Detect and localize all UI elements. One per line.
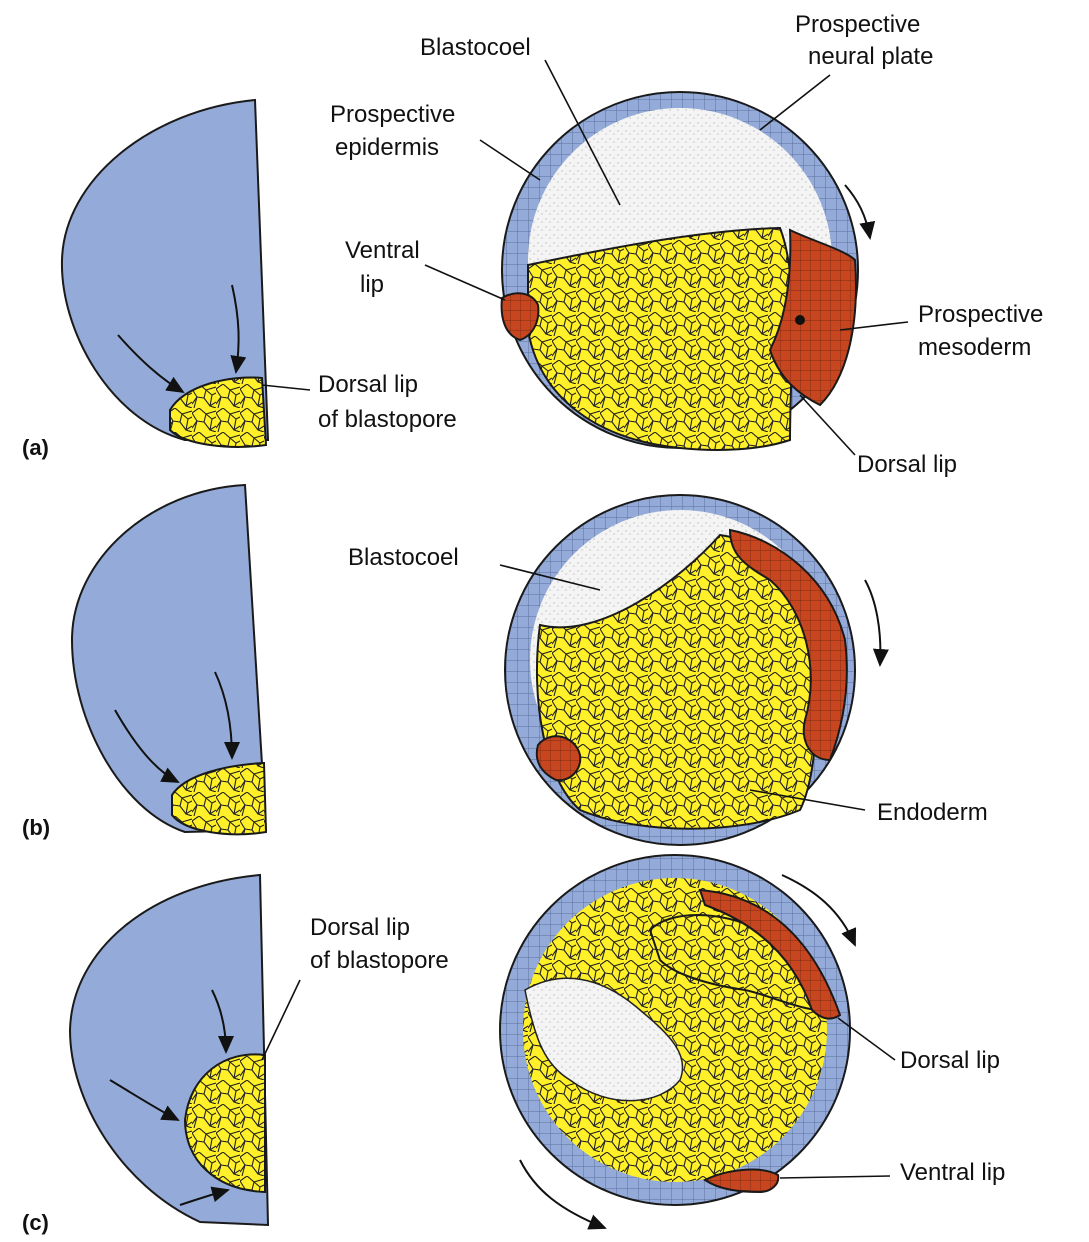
- yolky-endoderm: [528, 228, 793, 450]
- movement-arrow: [865, 580, 880, 665]
- label-dorsal-lip-of-blastopore: Dorsal lip: [318, 371, 418, 398]
- label-prospective-neural-plate: Prospective: [795, 11, 920, 38]
- label-dorsal-lip: Dorsal lip: [900, 1047, 1000, 1074]
- embryo-section-c: [500, 855, 855, 1228]
- panel-label-b: (b): [22, 815, 50, 840]
- label-ventral-lip: Ventral lip: [900, 1159, 1005, 1186]
- panel-label-c: (c): [22, 1210, 49, 1235]
- leader-ventral-lip: [425, 265, 505, 300]
- label-prospective-epidermis: epidermis: [335, 134, 439, 161]
- panel-label-a: (a): [22, 435, 49, 460]
- label-ventral-lip: Ventral: [345, 237, 420, 264]
- embryo-section-b: [505, 495, 880, 845]
- embryo-external-view-c: [70, 875, 268, 1225]
- leader-ventral-lip: [780, 1176, 890, 1178]
- label-blastocoel: Blastocoel: [348, 544, 459, 571]
- label-dorsal-lip-of-blastopore: of blastopore: [318, 406, 457, 433]
- label-prospective-mesoderm: mesoderm: [918, 334, 1031, 361]
- blastopore: [795, 315, 805, 325]
- label-endoderm: Endoderm: [877, 799, 988, 826]
- label-prospective-neural-plate: neural plate: [808, 43, 933, 70]
- label-blastocoel: Blastocoel: [420, 34, 531, 61]
- label-dorsal-lip: Dorsal lip: [857, 451, 957, 478]
- panel-b: (b) Blastocoel Endoderm: [22, 485, 988, 845]
- label-ventral-lip: lip: [360, 271, 384, 298]
- label-dorsal-lip-of-blastopore: Dorsal lip: [310, 914, 410, 941]
- embryo-section-a: [502, 92, 870, 450]
- leader-neural-plate: [760, 75, 830, 130]
- label-prospective-mesoderm: Prospective: [918, 301, 1043, 328]
- embryo-external-view-b: [72, 485, 266, 834]
- label-dorsal-lip-of-blastopore: of blastopore: [310, 947, 449, 974]
- leader-dorsal-lip-blastopore: [262, 385, 310, 390]
- panel-a: (a) Blastocoel Prospective neural plate …: [22, 11, 1043, 478]
- label-prospective-epidermis: Prospective: [330, 101, 455, 128]
- leader-dorsal-lip: [800, 395, 855, 455]
- embryo-external-view-a: [62, 100, 268, 447]
- panel-c: (c) Dorsal lip of blastopore Dorsal lip …: [22, 855, 1005, 1235]
- leader-dorsal-lip-blastopore: [262, 980, 300, 1060]
- leader-epidermis: [480, 140, 540, 180]
